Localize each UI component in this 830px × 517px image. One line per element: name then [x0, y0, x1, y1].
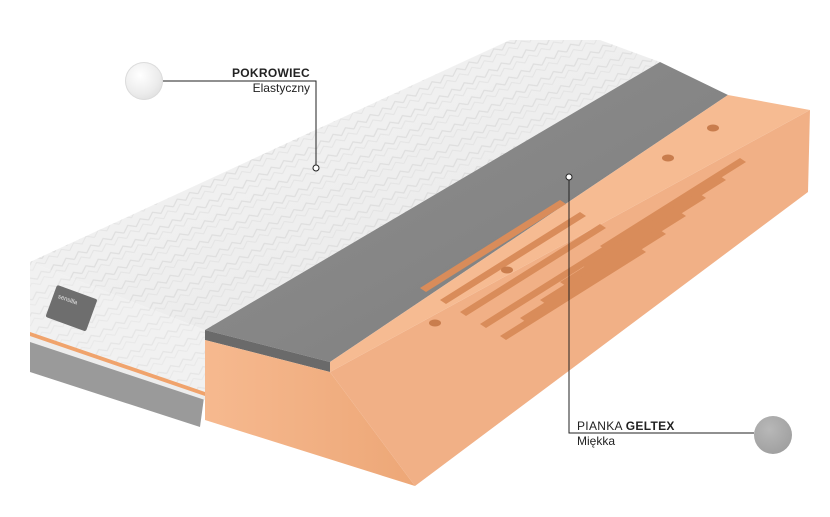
foam-label: PIANKA GELTEX Miękka: [577, 419, 675, 449]
cover-swatch-icon: [125, 62, 163, 100]
foam-label-prefix: PIANKA: [577, 419, 626, 433]
gel-layer: [205, 62, 728, 372]
foam-grooves: [420, 158, 746, 340]
cover-leader-line: [163, 80, 317, 167]
cover-label-subtitle: Elastyczny: [252, 81, 310, 95]
foam-leader-dot: [565, 173, 573, 181]
foam-leader-line: [568, 177, 754, 434]
mattress-cover: sensilla: [30, 40, 660, 427]
foam-label-subtitle: Miękka: [577, 434, 616, 448]
cover-leader-dot: [312, 164, 320, 172]
brand-tag: [46, 285, 97, 331]
foam-holes: [429, 124, 719, 327]
foam-label-title: GELTEX: [625, 419, 675, 433]
cover-label: POKROWIEC Elastyczny: [232, 66, 310, 96]
cover-label-title: POKROWIEC: [231, 66, 310, 80]
foam-swatch-icon: [754, 416, 792, 454]
leader-lines: [163, 80, 754, 434]
foam-block: [205, 95, 810, 486]
